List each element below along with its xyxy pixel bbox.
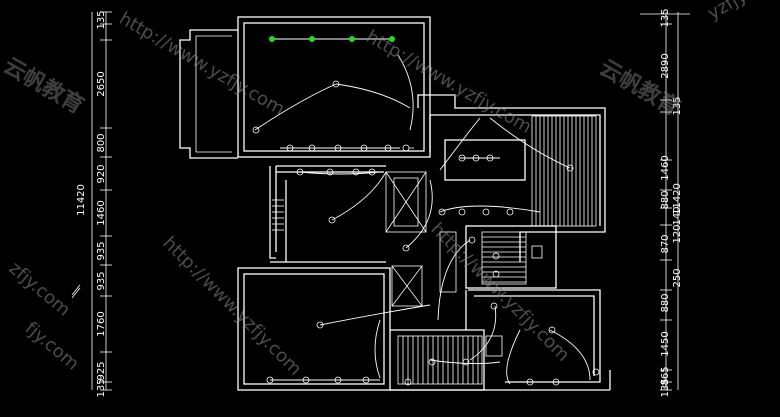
sockets <box>252 80 600 386</box>
left-dim-seg-1: 135 <box>96 10 107 29</box>
watermark-url-2: http://www.yzfjy.com <box>363 26 536 138</box>
socket-icon <box>362 376 370 384</box>
right-dim-seg-9: 250 <box>672 268 683 287</box>
socket-icon <box>428 358 436 366</box>
watermark-url-3: http://www.yzfjy.com <box>158 233 305 380</box>
ceiling-light-icon <box>349 36 355 42</box>
socket-icon <box>468 236 476 244</box>
socket-icon <box>332 80 340 88</box>
right-dim-seg-7: 120 <box>672 224 683 243</box>
left-dim-seg-8: 1760 <box>96 311 107 336</box>
left-dim-seg-3: 800 <box>96 133 107 152</box>
left-dim-seg-10: 135 <box>96 378 107 397</box>
left-dim-seg-6: 935 <box>96 241 107 260</box>
left-dim-seg-4: 920 <box>96 164 107 183</box>
socket-icon <box>252 126 260 134</box>
socket-icon <box>462 358 470 366</box>
socket-icon <box>316 321 324 329</box>
right-dim-seg-13: 135 <box>660 378 671 397</box>
right-dim-seg-8: 870 <box>660 234 671 253</box>
right-dim-seg-2: 2890 <box>660 53 671 78</box>
socket-icon <box>266 376 274 384</box>
left-dim-seg-9: 925 <box>96 361 107 380</box>
socket-icon <box>548 326 556 334</box>
socket-icon <box>334 376 342 384</box>
watermark-fragment-left: zfjy.com <box>5 258 74 321</box>
right-dim-total: 11420 <box>672 183 683 215</box>
left-dim-total: 11420 <box>76 184 87 216</box>
wiring <box>254 54 591 385</box>
socket-icon <box>486 154 494 162</box>
socket-icon <box>490 302 498 310</box>
stair-hatch-upper-right <box>531 115 597 227</box>
socket-icon <box>472 154 480 162</box>
socket-icon <box>402 244 410 252</box>
socket-icon <box>492 270 500 278</box>
socket-icon <box>328 216 336 224</box>
right-dim-seg-10: 880 <box>660 293 671 312</box>
socket-icon <box>368 168 376 176</box>
socket-icon <box>482 208 490 216</box>
stair-hatch-middle <box>481 231 543 285</box>
socket-icon <box>566 164 574 172</box>
stair-hatch-lower <box>397 335 503 385</box>
right-dim-seg-12: 865 <box>660 366 671 385</box>
walls <box>179 16 611 391</box>
right-dim-seg-5: 880 <box>660 190 671 209</box>
socket-icon <box>438 208 446 216</box>
socket-icon <box>552 378 560 386</box>
socket-icon <box>326 168 334 176</box>
left-dim-seg-7: 935 <box>96 271 107 290</box>
left-dimension-chain: 11420 135 2650 800 920 1460 935 935 1760… <box>71 10 112 398</box>
right-dim-seg-1: 135 <box>660 8 671 27</box>
ceiling-light-icon <box>389 36 395 42</box>
socket-icon <box>402 144 414 152</box>
window-hatch-left <box>272 199 284 231</box>
socket-icon <box>526 378 534 386</box>
ceiling-light-icon <box>269 36 275 42</box>
socket-icon <box>458 154 466 162</box>
socket-icon <box>506 208 514 216</box>
socket-icon <box>404 378 412 386</box>
ceiling-light-row <box>269 36 395 42</box>
watermark-url-1: http://www.yzfjy.com <box>116 8 289 120</box>
watermark-cn-left: 云帆教育 <box>0 53 88 120</box>
socket-icon <box>334 144 346 152</box>
socket-icon <box>352 168 360 176</box>
watermark-fragment-bottom: fjy.com <box>21 318 83 375</box>
socket-icon <box>384 144 396 152</box>
watermarks: http://www.yzfjy.com http://www.yzfjy.co… <box>0 0 751 380</box>
socket-icon <box>296 168 304 176</box>
socket-icon <box>360 144 372 152</box>
ceiling-light-icon <box>309 36 315 42</box>
left-dim-seg-2: 2650 <box>96 71 107 96</box>
right-dimension-chain: 135 2890 135 1460 880 11420 140 120 870 … <box>640 8 690 398</box>
watermark-fragment-top: yzfjy <box>704 0 751 24</box>
socket-icon <box>458 208 466 216</box>
right-dim-seg-6: 140 <box>672 206 683 225</box>
socket-icon <box>492 252 500 260</box>
left-dim-seg-5: 1460 <box>96 200 107 225</box>
socket-icon <box>286 144 298 152</box>
right-dim-seg-3: 135 <box>672 96 683 115</box>
right-dim-seg-4: 1460 <box>660 155 671 180</box>
socket-icon <box>592 368 600 376</box>
right-dim-seg-11: 1450 <box>660 331 671 356</box>
socket-icon <box>308 144 320 152</box>
socket-icon <box>302 376 310 384</box>
